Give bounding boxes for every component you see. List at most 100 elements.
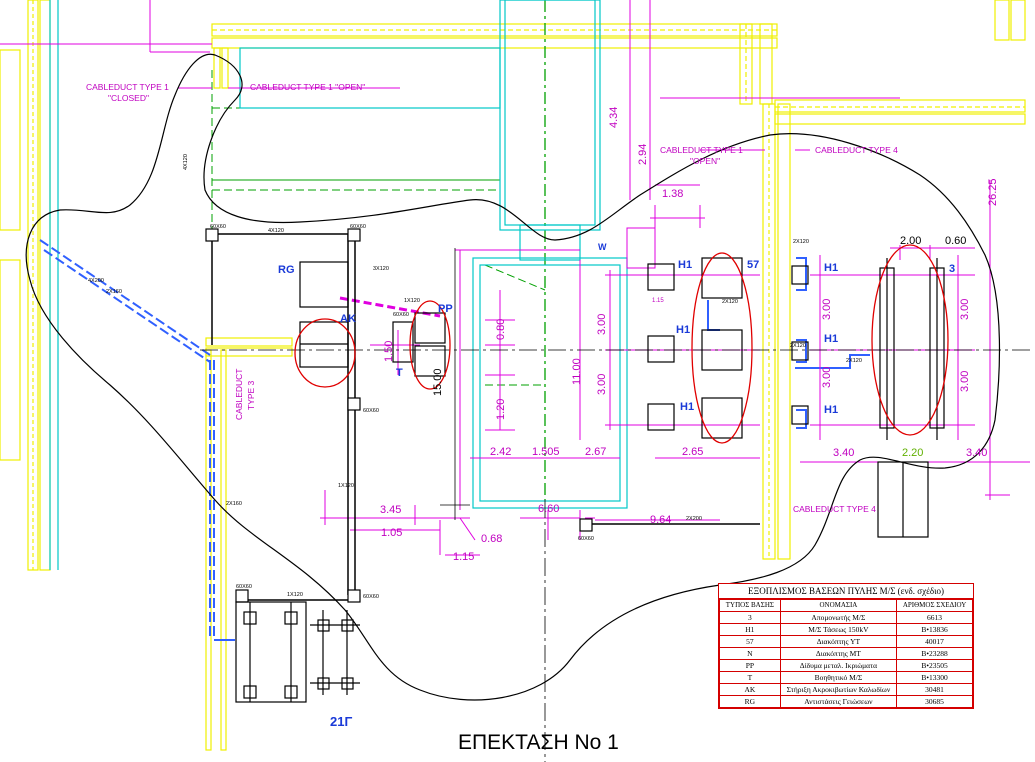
dim-3-00: 3.00 <box>821 367 833 388</box>
cell-drawing: B•13300 <box>896 671 973 684</box>
table-header-row: ΤΥΠΟΣ ΒΑΣΗΣ ΟΝΟΜΑΣΙΑ ΑΡΙΘΜΟΣ ΣΧΕΔΙΟΥ <box>719 599 973 612</box>
dim-2-67: 2.67 <box>585 446 606 458</box>
size-2x120: 2Χ120 <box>793 239 809 245</box>
dim-3-40: 3.40 <box>833 447 854 459</box>
cell-name: Μ/Σ Τάσεως 150kV <box>779 623 898 636</box>
dim-2-42: 2.42 <box>490 446 511 458</box>
dim-1-15: 1.15 <box>453 551 474 563</box>
cell-drawing: 30685 <box>896 695 973 708</box>
label-type3: TYPE 3 <box>246 380 256 410</box>
equipment-table: ΕΞΟΠΛΙΣΜΟΣ ΒΑΣΕΩΝ ΠΥΛΗΣ Μ/Σ (ενδ. σχέδιο… <box>718 583 974 709</box>
label-cableduct-type4-bottom: CABLEDUCT TYPE 4 <box>793 504 876 514</box>
dim-0-68: 0.68 <box>481 533 502 545</box>
site-boundary <box>25 53 1001 701</box>
size-3x120: 3Χ120 <box>373 266 389 272</box>
label-h1: H1 <box>824 404 838 416</box>
label-open-right: "OPEN" <box>690 156 720 166</box>
dim-1-50: 1.50 <box>383 341 395 362</box>
size-4x200: 4Χ200 <box>88 278 104 284</box>
drawing-title: ΕΠΕΚΤΑΣΗ Νο 1 <box>458 731 619 754</box>
label-ak: AK <box>340 313 356 325</box>
cell-type: N <box>719 647 781 660</box>
label-57: 57 <box>747 259 759 271</box>
table-row: PP Δίδυμα μεταλ. Ικριώματα B•23505 <box>719 659 973 672</box>
size-60x60: 60X60 <box>210 224 226 230</box>
cell-drawing: B•13836 <box>896 623 973 636</box>
size-2x120: 2Χ120 <box>790 343 806 349</box>
label-3: 3 <box>949 263 955 275</box>
size-2x160: 2Χ160 <box>226 501 242 507</box>
size-1x120: 1Χ120 <box>338 483 354 489</box>
junction-boxes <box>205 228 593 603</box>
dim-6-60: 6.60 <box>538 503 559 515</box>
size-60x60: 60X60 <box>578 536 594 542</box>
table-row: T Βοηθητικό Μ/Σ B•13300 <box>719 671 973 684</box>
size-60x60: 60X60 <box>393 312 409 318</box>
size-60x60: 60X60 <box>363 594 379 600</box>
dim-3-00: 3.00 <box>959 371 971 392</box>
label-w: W <box>598 242 607 252</box>
size-1x120: 1Χ120 <box>287 592 303 598</box>
dim-9-64: 9.64 <box>650 514 671 526</box>
dim-3-00: 3.00 <box>821 299 833 320</box>
dim-1-38: 1.38 <box>662 188 683 200</box>
label-cableduct-type1-open: CABLEDUCT TYPE 1 "OPEN" <box>250 82 365 92</box>
label-h1: H1 <box>824 262 838 274</box>
dim-2-65: 2.65 <box>682 446 703 458</box>
table-row: N Διακόπτης ΜΤ B•23288 <box>719 647 973 660</box>
dim-4-34: 4.34 <box>608 107 620 128</box>
size-4x120: 4Χ120 <box>268 228 284 234</box>
dim-1-15-small: 1.15 <box>652 298 664 304</box>
cell-drawing: B•23505 <box>896 659 973 672</box>
dim-2-20: 2.20 <box>902 447 923 459</box>
dim-1-05: 1.05 <box>381 527 402 539</box>
cell-name: Διακόπτης ΜΤ <box>779 647 898 660</box>
label-closed: "CLOSED" <box>108 93 149 103</box>
dim-3-00: 3.00 <box>596 314 608 335</box>
dim-2-94: 2.94 <box>637 144 649 165</box>
size-60x60: 60X60 <box>350 224 366 230</box>
foundations <box>235 257 945 703</box>
cell-type: T <box>719 671 781 684</box>
label-h1: H1 <box>678 259 692 271</box>
cell-type: RG <box>719 695 781 708</box>
dim-15-00: 15.00 <box>432 368 444 396</box>
cell-name: Στήριξη Ακροκιβωτίων Καλωδίων <box>779 683 898 696</box>
col-header-name: ΟΝΟΜΑΣΙΑ <box>779 599 898 612</box>
cell-name: Αντιστάσεις Γειώσεων <box>779 695 898 708</box>
centerlines <box>200 248 1030 762</box>
table-row: H1 Μ/Σ Τάσεως 150kV B•13836 <box>719 623 973 636</box>
cell-type: AK <box>719 683 781 696</box>
grounding-network <box>211 233 760 601</box>
cell-type: 57 <box>719 635 781 648</box>
size-1x120: 1Χ120 <box>404 298 420 304</box>
cell-name: Βοηθητικό Μ/Σ <box>779 671 898 684</box>
dim-3-00: 3.00 <box>959 299 971 320</box>
size-2x200: 2Χ200 <box>686 516 702 522</box>
cell-drawing: 40017 <box>896 635 973 648</box>
size-2x160: 2Χ160 <box>106 289 122 295</box>
table-row: AK Στήριξη Ακροκιβωτίων Καλωδίων 30481 <box>719 683 973 696</box>
table-row: 57 Διακόπτης ΥΤ 40017 <box>719 635 973 648</box>
dim-0-80: 0.80 <box>495 319 507 340</box>
col-header-type: ΤΥΠΟΣ ΒΑΣΗΣ <box>719 599 781 612</box>
dim-2-00: 2.00 <box>900 235 921 247</box>
cell-drawing: 30481 <box>896 683 973 696</box>
cell-name: Διακόπτης ΥΤ <box>779 635 898 648</box>
dim-0-60: 0.60 <box>945 235 966 247</box>
cell-name: Απομονωτής Μ/Σ <box>779 611 898 624</box>
cell-drawing: 6613 <box>896 611 973 624</box>
dim-3-00: 3.00 <box>596 374 608 395</box>
dim-11-00: 11.00 <box>571 358 583 385</box>
yellow-cableducts <box>0 0 1026 751</box>
label-t: T <box>396 367 403 379</box>
label-cableduct-type4-top: CABLEDUCT TYPE 4 <box>815 145 898 155</box>
label-h1: H1 <box>824 333 838 345</box>
cell-name: Δίδυμα μεταλ. Ικριώματα <box>779 659 898 672</box>
size-2x120: 2Χ120 <box>846 358 862 364</box>
highlight-ellipses <box>294 244 949 444</box>
col-header-drawing: ΑΡΙΘΜΟΣ ΣΧΕΔΙΟΥ <box>896 599 973 612</box>
label-cableduct-type1-closed: CABLEDUCT TYPE 1 <box>86 82 169 92</box>
dim-1-20: 1.20 <box>495 399 507 420</box>
